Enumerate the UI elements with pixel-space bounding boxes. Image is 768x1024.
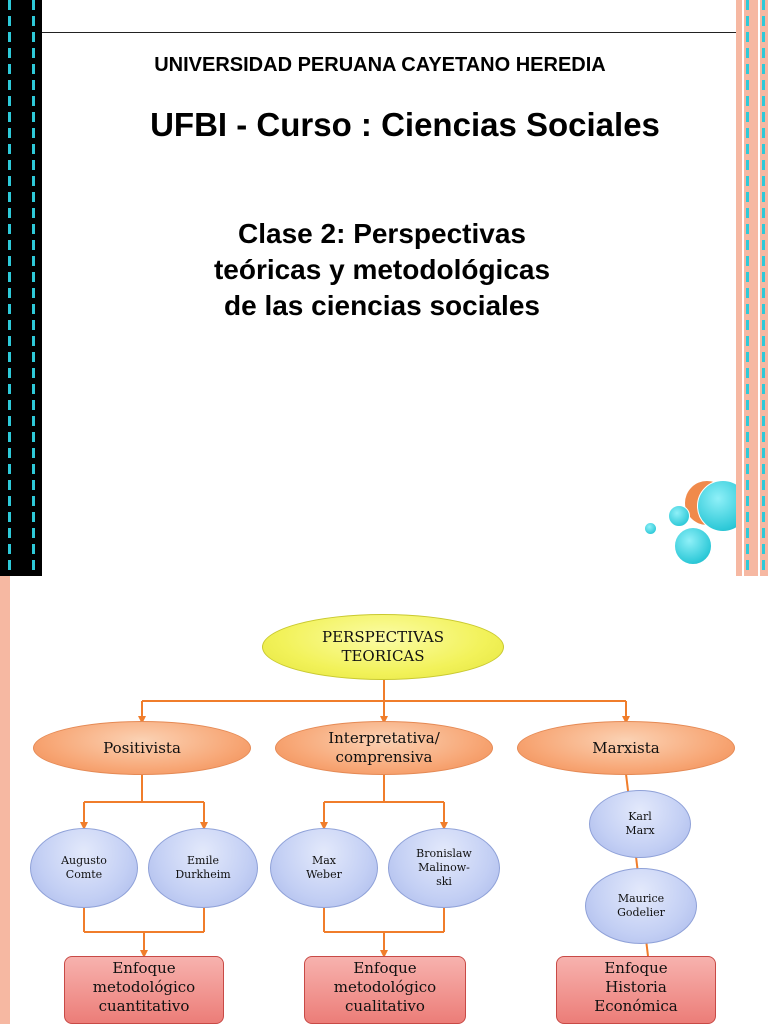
author-node-godelier: Maurice Godelier xyxy=(585,868,697,944)
approach-label: Enfoque metodológico cuantitativo xyxy=(92,959,196,1015)
left-decorative-strip xyxy=(0,0,42,576)
dash-line xyxy=(32,0,35,576)
perspective-node-positivista: Positivista xyxy=(33,721,251,775)
author-label: Maurice Godelier xyxy=(617,892,665,919)
author-node-durkheim: Emile Durkheim xyxy=(148,828,258,908)
class-title: Clase 2: Perspectivas teóricas y metodol… xyxy=(213,218,551,321)
approach-box-historia-economica: Enfoque Historia Económica xyxy=(556,956,716,1024)
author-node-comte: Augusto Comte xyxy=(30,828,138,908)
root-node: PERSPECTIVAS TEORICAS xyxy=(262,614,504,680)
strip-line xyxy=(742,0,744,1024)
cyan-bubble-medium xyxy=(668,505,690,527)
author-node-malinowski: Bronislaw Malinow- ski xyxy=(388,828,500,908)
cyan-bubble-small xyxy=(644,522,657,535)
author-node-weber: Max Weber xyxy=(270,828,378,908)
top-divider xyxy=(42,32,736,33)
dash-line xyxy=(762,0,765,576)
course-title: UFBI - Curso : Ciencias Sociales xyxy=(150,106,660,143)
approach-box-cuantitativo: Enfoque metodológico cuantitativo xyxy=(64,956,224,1024)
left-salmon-strip xyxy=(0,576,10,1024)
strip-line xyxy=(758,0,760,1024)
perspective-node-interpretativa: Interpretativa/ comprensiva xyxy=(275,721,493,775)
university-name: UNIVERSIDAD PERUANA CAYETANO HEREDIA xyxy=(154,54,606,76)
approach-box-cualitativo: Enfoque metodológico cualitativo xyxy=(304,956,466,1024)
root-label: PERSPECTIVAS TEORICAS xyxy=(322,628,444,665)
perspective-label: Marxista xyxy=(592,738,660,757)
perspective-node-marxista: Marxista xyxy=(517,721,735,775)
author-label: Emile Durkheim xyxy=(175,854,231,881)
author-label: Karl Marx xyxy=(625,810,655,837)
author-label: Max Weber xyxy=(306,854,342,881)
author-label: Bronislaw Malinow- ski xyxy=(416,847,472,888)
title-slide: UNIVERSIDAD PERUANA CAYETANO HEREDIA UFB… xyxy=(0,0,749,576)
author-label: Augusto Comte xyxy=(61,854,107,881)
connector-lines xyxy=(80,679,649,1024)
diagram-slide: PERSPECTIVAS TEORICAS Positivista Interp… xyxy=(0,576,768,1024)
author-node-marx: Karl Marx xyxy=(589,790,691,858)
cyan-bubble-bottom xyxy=(674,527,712,565)
dash-line xyxy=(746,0,749,576)
perspective-label: Positivista xyxy=(103,738,181,757)
approach-label: Enfoque metodológico cualitativo xyxy=(333,959,437,1015)
dash-line xyxy=(8,0,11,576)
approach-label: Enfoque Historia Económica xyxy=(594,959,678,1015)
perspective-label: Interpretativa/ comprensiva xyxy=(328,729,440,766)
